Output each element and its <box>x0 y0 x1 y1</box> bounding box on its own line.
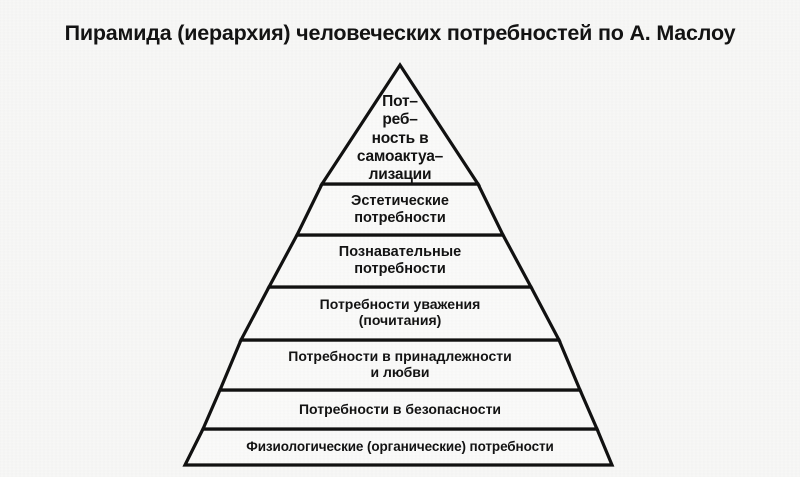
pyramid-tier-1-label: Эстетические потребности <box>351 193 449 226</box>
pyramid-tier-0-shape[interactable] <box>319 62 481 186</box>
pyramid-tier-6-label: Физиологические (органические) потребнос… <box>246 439 554 454</box>
page-title: Пирамида (иерархия) человеческих потребн… <box>64 21 736 46</box>
pyramid-tier-4-label: Потребности в принадлежности и любви <box>288 348 512 381</box>
pyramid-tier-0-label: Пот– реб– ность в самоактуа– лизации <box>356 93 444 184</box>
pyramid-tier-5-label: Потребности в безопасности <box>298 401 502 417</box>
pyramid-tier-3-label: Потребности уважения (почитания) <box>319 296 481 329</box>
pyramid-tier-2-label: Познавательные потребности <box>338 244 462 277</box>
